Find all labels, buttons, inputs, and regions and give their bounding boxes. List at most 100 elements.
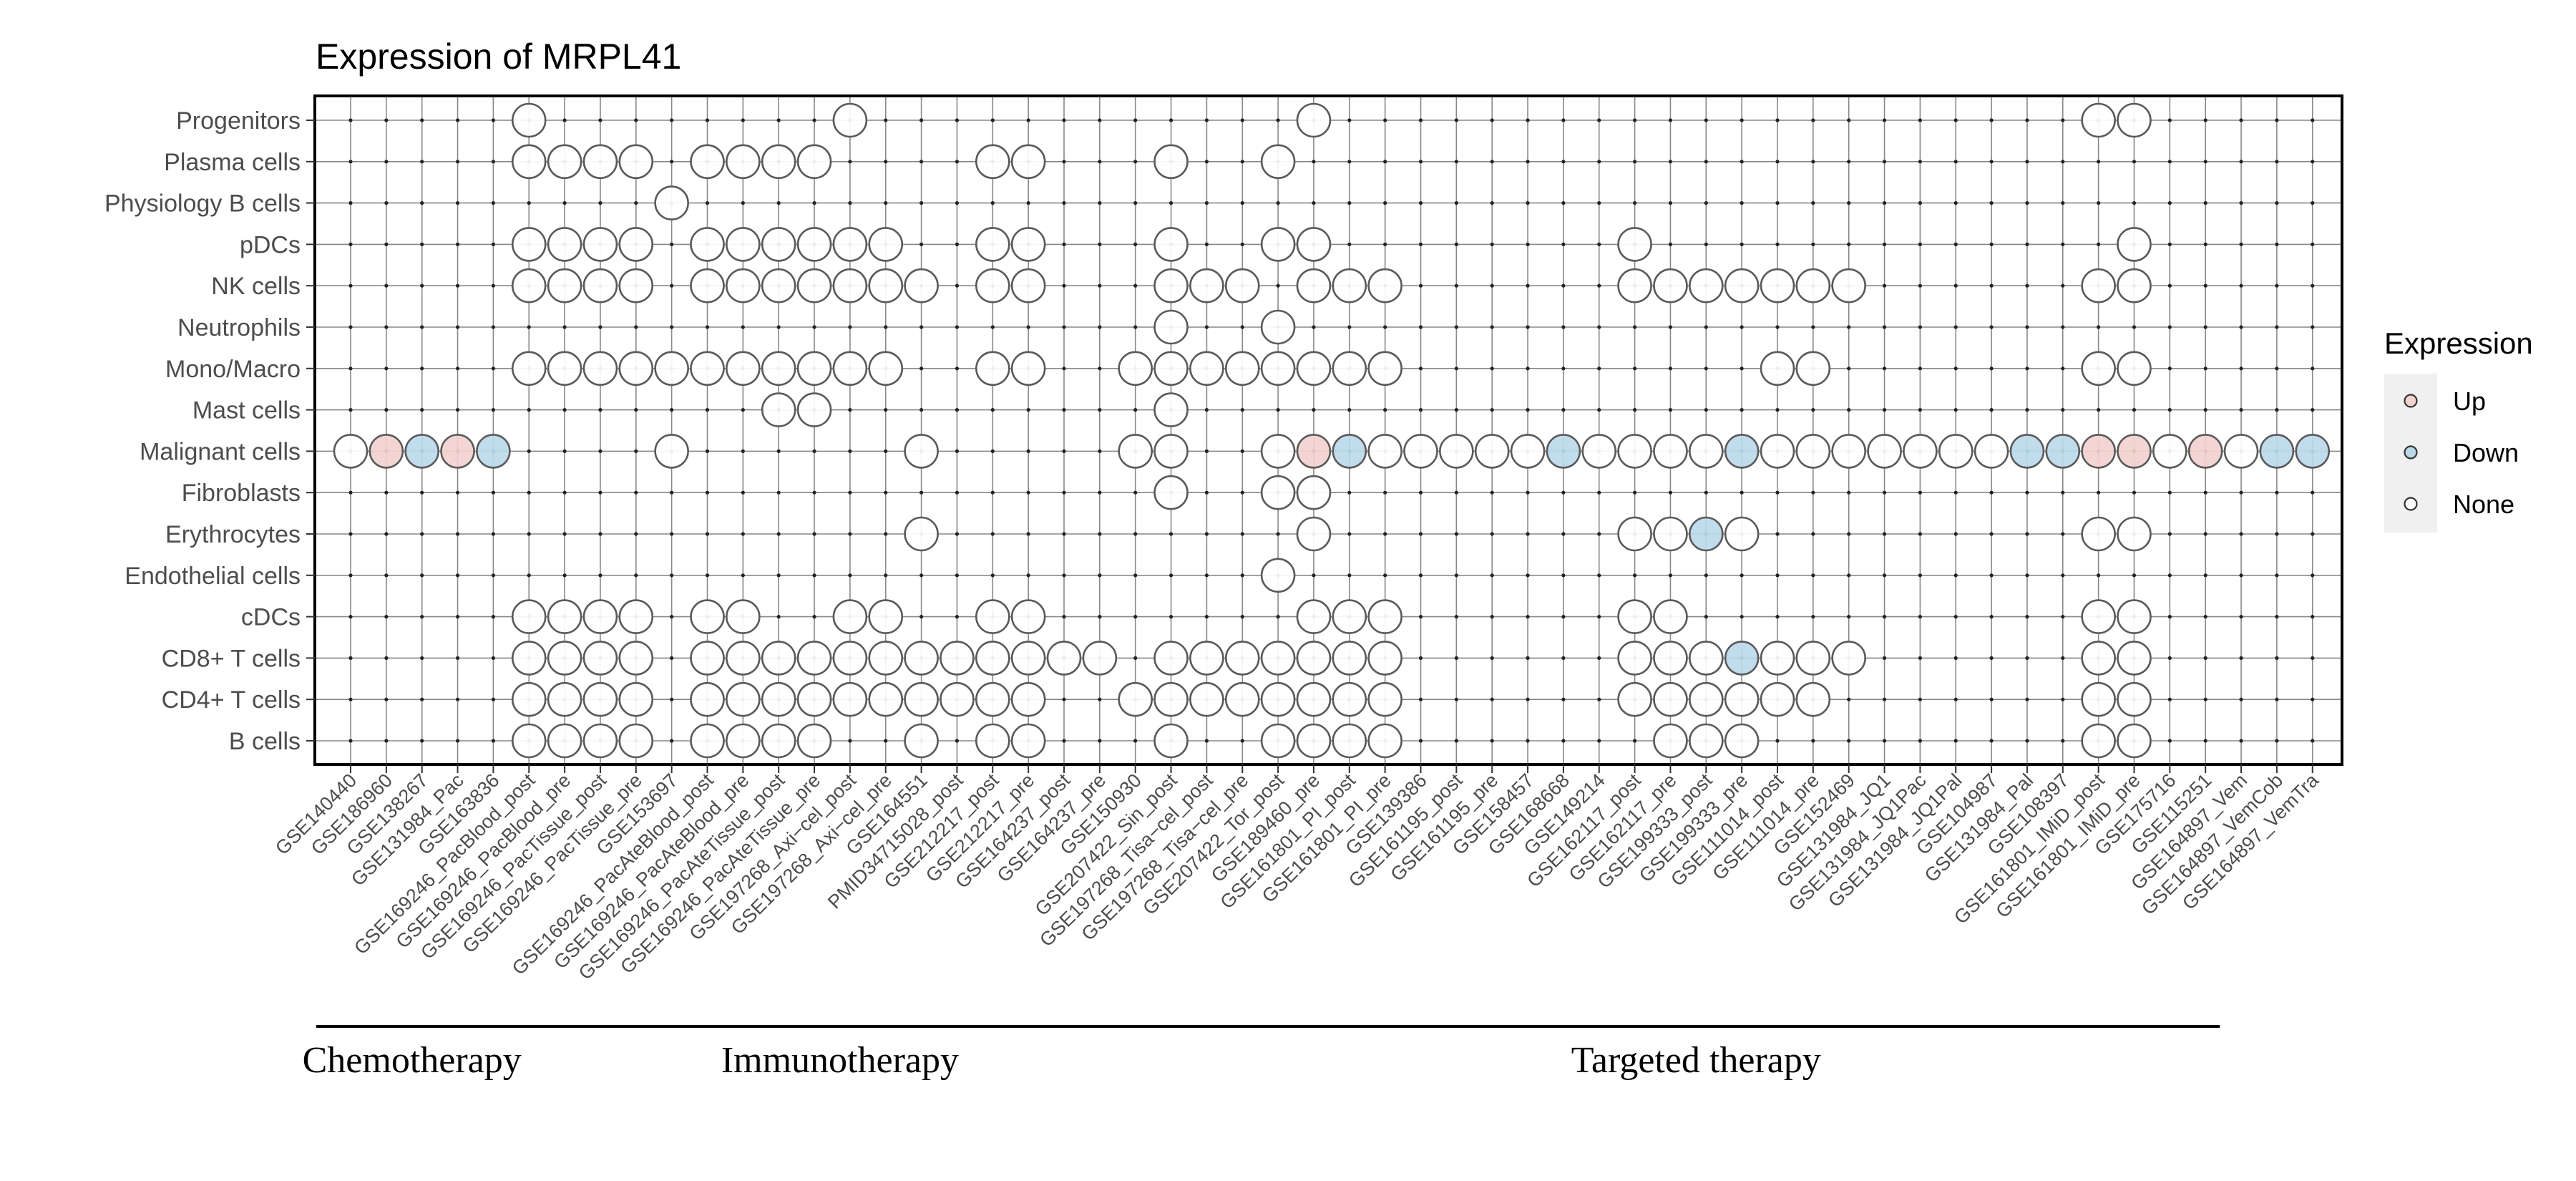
grid-point <box>527 408 531 412</box>
grid-point <box>848 325 852 329</box>
grid-point <box>562 573 567 578</box>
grid-point <box>2311 201 2315 205</box>
grid-point <box>2061 656 2065 661</box>
dot-none <box>975 227 1010 262</box>
grid-point <box>1169 201 1174 205</box>
x-axis-labels: GSE140440GSE186960GSE138267GSE131984_Pac… <box>271 764 2323 984</box>
grid-point <box>1133 656 1138 661</box>
dot-none <box>582 723 618 759</box>
grid-point <box>1204 532 1209 536</box>
grid-point <box>670 697 674 701</box>
dot-none <box>511 681 547 717</box>
grid-point <box>491 283 496 288</box>
grid-point <box>1918 615 1922 619</box>
grid-point <box>1204 449 1209 454</box>
grid-point <box>1740 573 1744 578</box>
grid-point <box>348 201 353 205</box>
y-tick-label: Endothelial cells <box>125 563 301 590</box>
grid-point <box>2025 366 2029 371</box>
grid-point <box>1418 283 1423 288</box>
grid-point <box>1847 325 1851 329</box>
grid-point <box>1490 656 1494 661</box>
grid-point <box>705 201 710 205</box>
dot-none <box>547 641 582 676</box>
grid-point <box>1811 160 1815 164</box>
dot-none <box>1332 641 1367 676</box>
grid-point <box>1740 160 1744 164</box>
grid-point <box>1882 739 1887 743</box>
dot-down <box>1546 434 1581 469</box>
grid-point <box>1811 532 1815 536</box>
grid-point <box>2132 160 2137 164</box>
dot-none <box>1760 434 1795 469</box>
grid-point <box>1847 615 1851 619</box>
grid-point <box>634 201 638 205</box>
dot-none <box>1367 641 1402 676</box>
dot-none <box>1795 351 1831 387</box>
grid-point <box>2061 532 2065 536</box>
grid-point <box>1026 449 1030 454</box>
grid-point <box>1989 573 1994 578</box>
grid-point <box>1454 201 1458 205</box>
grid-point <box>1240 160 1244 164</box>
dot-up <box>2187 434 2223 469</box>
grid-point <box>384 160 389 164</box>
grid-point <box>1847 532 1851 536</box>
grid-point <box>1062 739 1066 743</box>
dot-none <box>940 641 975 676</box>
grid-point <box>955 739 960 743</box>
grid-point <box>812 490 816 495</box>
grid-point <box>1882 615 1887 619</box>
grid-point <box>2097 325 2101 329</box>
grid-point <box>2097 408 2101 412</box>
dot-none <box>2117 102 2152 138</box>
grid-point <box>420 366 424 371</box>
grid-point <box>1847 160 1851 164</box>
dot-none <box>511 227 547 262</box>
grid-point <box>1098 160 1102 164</box>
grid-point <box>1633 325 1637 329</box>
grid-point <box>1704 573 1708 578</box>
group-label: Chemotherapy <box>303 1040 522 1081</box>
dot-none <box>1653 681 1688 717</box>
legend-label: Down <box>2453 438 2519 467</box>
grid-point <box>420 242 424 246</box>
grid-point <box>1062 160 1066 164</box>
grid-point <box>1989 160 1994 164</box>
dot-none <box>690 351 725 387</box>
dot-up <box>369 434 404 469</box>
y-tick-label: Plasma cells <box>164 149 301 176</box>
dot-none <box>1867 434 1902 469</box>
dot-none <box>618 144 654 180</box>
dot-none <box>868 681 904 717</box>
grid-point <box>1418 573 1423 578</box>
grid-point <box>1418 118 1423 122</box>
grid-point <box>1383 242 1387 246</box>
grid-point <box>1454 573 1458 578</box>
grid-point <box>384 118 389 122</box>
grid-point <box>2025 283 2029 288</box>
grid-point <box>1740 118 1744 122</box>
grid-point <box>2025 325 2029 329</box>
grid-point <box>1775 201 1780 205</box>
chart-title: Expression of MRPL41 <box>316 37 681 77</box>
grid-point <box>1704 408 1708 412</box>
grid-point <box>1668 160 1673 164</box>
grid-point <box>1989 615 1994 619</box>
grid-point <box>1918 283 1922 288</box>
grid-point <box>776 532 781 536</box>
grid-point <box>848 739 852 743</box>
grid-point <box>2061 408 2065 412</box>
grid-point <box>2061 283 2065 288</box>
grid-point <box>2025 615 2029 619</box>
grid-point <box>2167 201 2172 205</box>
panel-border <box>313 94 2343 766</box>
dot-none <box>547 227 582 262</box>
grid-point <box>455 656 460 661</box>
grid-point <box>1953 118 1958 122</box>
dot-none <box>1795 681 1831 717</box>
grid-point <box>884 532 888 536</box>
grid-point <box>2275 118 2279 122</box>
dot-none <box>1795 641 1831 676</box>
